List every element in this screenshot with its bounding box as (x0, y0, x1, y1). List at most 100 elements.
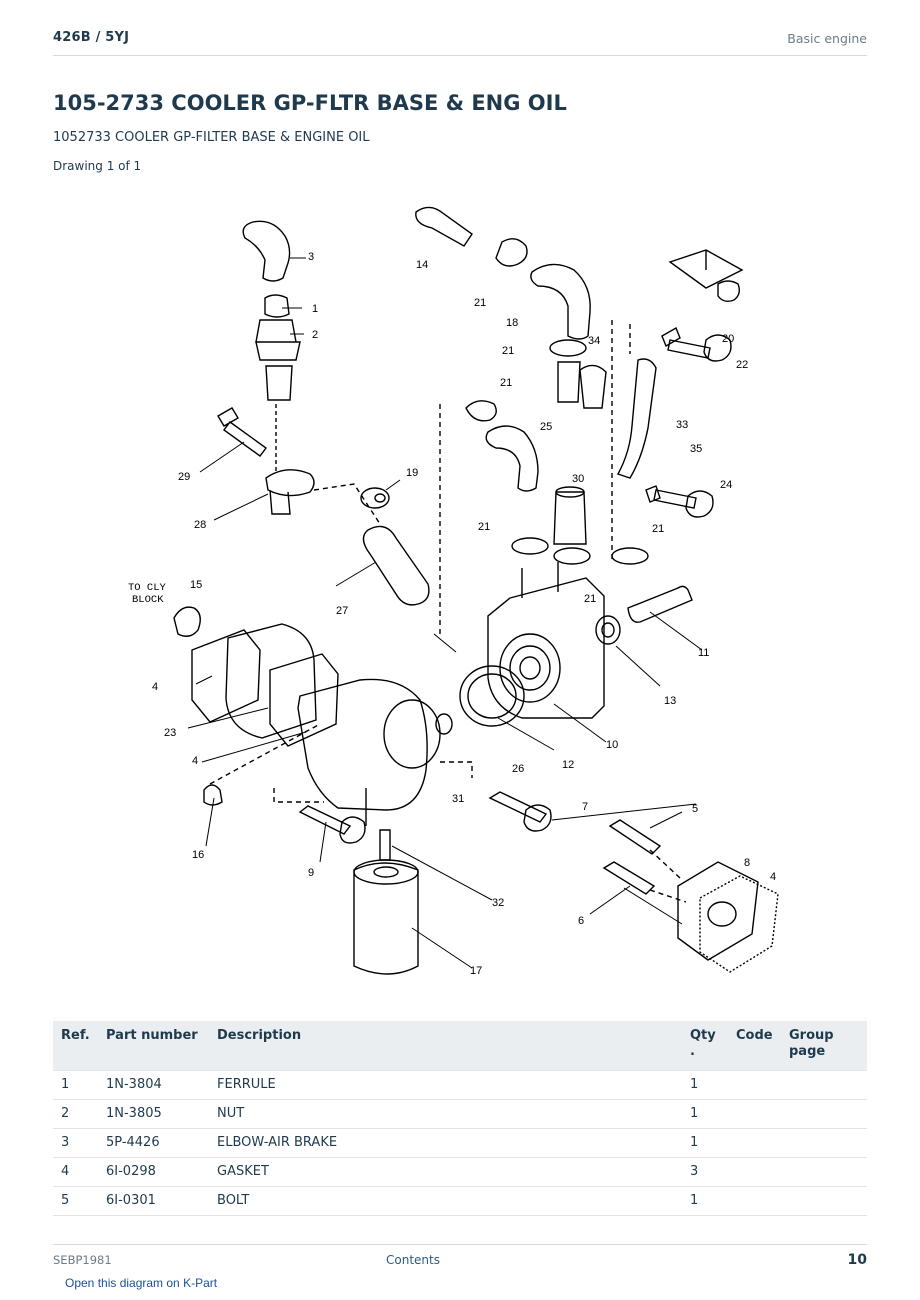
parts-table: Ref. Part number Description Qty . Code … (53, 1021, 867, 1216)
callout-10: 10 (606, 739, 618, 751)
callout-26: 26 (512, 763, 524, 775)
callout-1: 1 (312, 303, 318, 315)
footer-divider (53, 1244, 867, 1245)
callout-34: 34 (588, 335, 600, 347)
callout-21b: 21 (502, 345, 514, 357)
cell-part-number: 5P-4426 (98, 1128, 209, 1158)
callout-2: 2 (312, 329, 318, 341)
cell-description: FERRULE (209, 1070, 682, 1100)
col-part-number: Part number (98, 1021, 209, 1071)
callout-35: 35 (690, 443, 702, 455)
header-divider (53, 55, 867, 56)
exploded-parts-diagram: 3 1 2 14 21 18 21 34 20 22 21 25 33 35 2… (110, 190, 810, 990)
cell-ref: 5 (53, 1186, 98, 1216)
cell-code (728, 1099, 781, 1129)
page-subtitle: 1052733 COOLER GP-FILTER BASE & ENGINE O… (53, 130, 370, 145)
callout-32: 32 (492, 897, 504, 909)
callout-30: 30 (572, 473, 584, 485)
callout-4c: 4 (770, 871, 776, 883)
cell-ref: 3 (53, 1128, 98, 1158)
callout-13: 13 (664, 695, 676, 707)
contents-link[interactable]: Contents (386, 1253, 440, 1267)
section-label: Basic engine (787, 31, 867, 46)
cell-ref: 2 (53, 1099, 98, 1129)
callout-19: 19 (406, 467, 418, 479)
table-header-row: Ref. Part number Description Qty . Code … (53, 1021, 867, 1071)
cell-description: GASKET (209, 1157, 682, 1187)
callout-4a: 4 (152, 681, 158, 693)
callout-33: 33 (676, 419, 688, 431)
cell-qty: 3 (682, 1157, 728, 1187)
cell-ref: 4 (53, 1157, 98, 1187)
cell-group-page (781, 1070, 867, 1100)
callout-31: 31 (452, 793, 464, 805)
callout-27: 27 (336, 605, 348, 617)
callout-11: 11 (698, 647, 709, 659)
col-ref: Ref. (53, 1021, 98, 1071)
cell-code (728, 1128, 781, 1158)
callout-7: 7 (582, 801, 588, 813)
callout-4b: 4 (192, 755, 198, 767)
diagram-drawing: 3 1 2 14 21 18 21 34 20 22 21 25 33 35 2… (128, 206, 779, 977)
callout-8: 8 (744, 857, 750, 869)
callout-16: 16 (192, 849, 204, 861)
table-row: 2 1N-3805 NUT 1 (53, 1099, 867, 1129)
cell-group-page (781, 1186, 867, 1216)
cell-group-page (781, 1157, 867, 1187)
cell-group-page (781, 1128, 867, 1158)
cell-qty: 1 (682, 1186, 728, 1216)
table-row: 1 1N-3804 FERRULE 1 (53, 1070, 867, 1100)
cell-part-number: 6I-0298 (98, 1157, 209, 1187)
cell-group-page (781, 1099, 867, 1129)
drawing-count: Drawing 1 of 1 (53, 159, 142, 173)
callout-20: 20 (722, 333, 734, 345)
cell-qty: 1 (682, 1070, 728, 1100)
col-qty: Qty . (682, 1021, 728, 1071)
page-title: 105-2733 COOLER GP-FLTR BASE & ENG OIL (53, 91, 567, 115)
table-row: 3 5P-4426 ELBOW-AIR BRAKE 1 (53, 1128, 867, 1158)
callout-21e: 21 (652, 523, 664, 535)
note-to-cyl-line1: TO CLY (128, 582, 167, 594)
callout-25: 25 (540, 421, 552, 433)
callout-21a: 21 (474, 297, 486, 309)
cell-qty: 1 (682, 1099, 728, 1129)
cell-part-number: 1N-3804 (98, 1070, 209, 1100)
callout-9: 9 (308, 867, 314, 879)
table-row: 5 6I-0301 BOLT 1 (53, 1186, 867, 1216)
model-label: 426B / 5YJ (53, 30, 130, 45)
cell-code (728, 1070, 781, 1100)
callout-18: 18 (506, 317, 518, 329)
cell-part-number: 6I-0301 (98, 1186, 209, 1216)
cell-qty: 1 (682, 1128, 728, 1158)
open-kpart-link[interactable]: Open this diagram on K-Part (65, 1276, 218, 1290)
callout-21f: 21 (584, 593, 596, 605)
note-to-cyl-line2: BLOCK (132, 594, 164, 606)
callout-5: 5 (692, 803, 698, 815)
col-group-page: Group page (781, 1021, 867, 1071)
callout-3: 3 (308, 251, 314, 263)
cell-code (728, 1157, 781, 1187)
callout-15: 15 (190, 579, 202, 591)
callout-28: 28 (194, 519, 206, 531)
callout-22: 22 (736, 359, 748, 371)
callout-29: 29 (178, 471, 190, 483)
col-code: Code (728, 1021, 781, 1071)
callout-14: 14 (416, 259, 428, 271)
cell-ref: 1 (53, 1070, 98, 1100)
page-number: 10 (847, 1252, 867, 1268)
callout-21c: 21 (500, 377, 512, 389)
document-id: SEBP1981 (53, 1253, 112, 1267)
callout-21d: 21 (478, 521, 490, 533)
cell-code (728, 1186, 781, 1216)
col-description: Description (209, 1021, 682, 1071)
table-row: 4 6I-0298 GASKET 3 (53, 1157, 867, 1187)
cell-part-number: 1N-3805 (98, 1099, 209, 1129)
callout-6: 6 (578, 915, 584, 927)
cell-description: BOLT (209, 1186, 682, 1216)
callout-17: 17 (470, 965, 482, 977)
callout-23: 23 (164, 727, 176, 739)
cell-description: ELBOW-AIR BRAKE (209, 1128, 682, 1158)
cell-description: NUT (209, 1099, 682, 1129)
callout-12: 12 (562, 759, 574, 771)
callout-24: 24 (720, 479, 732, 491)
